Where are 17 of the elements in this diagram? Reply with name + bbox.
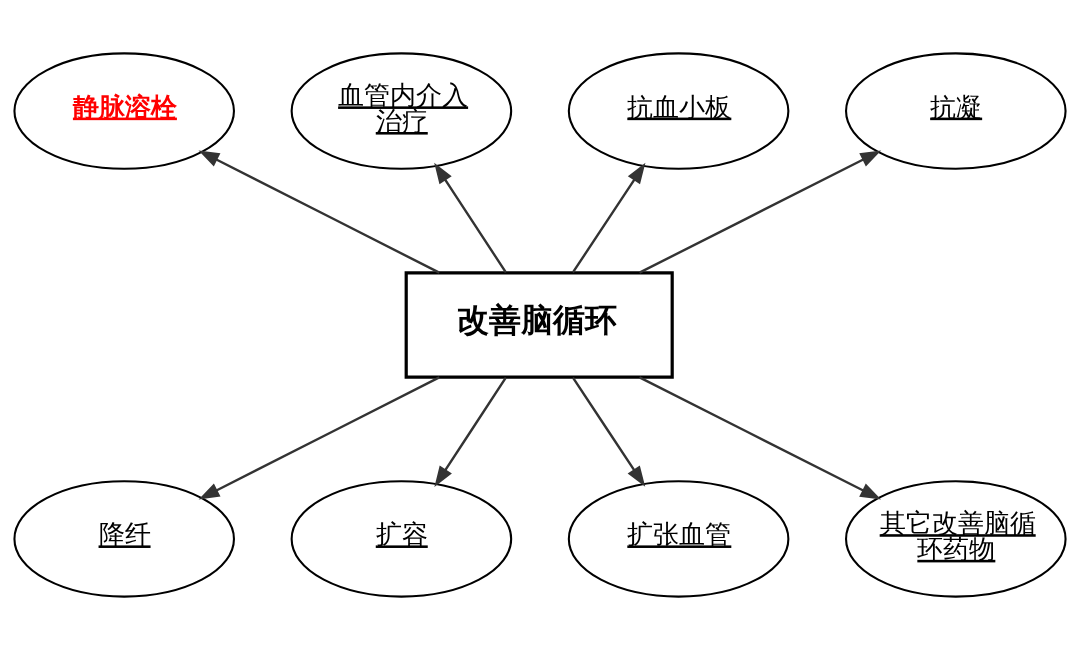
node-ellipse: 扩张血管 bbox=[567, 479, 790, 598]
arrow bbox=[434, 376, 507, 487]
arrow bbox=[434, 162, 507, 273]
arrow bbox=[638, 375, 882, 500]
arrow bbox=[639, 149, 882, 274]
node-ellipse: 抗血小板 bbox=[567, 51, 790, 170]
arrow bbox=[198, 149, 440, 274]
node-ellipse: 血管内介入治疗 bbox=[290, 51, 513, 170]
node-ellipse: 静脉溶栓 bbox=[13, 51, 235, 170]
node-ellipse: 其它改善脑循环药物 bbox=[845, 479, 1067, 598]
arrow bbox=[571, 162, 646, 273]
arrow bbox=[571, 376, 646, 487]
node-ellipse: 扩容 bbox=[290, 479, 513, 598]
node-ellipse: 降纤 bbox=[13, 479, 235, 598]
node-box: 改善脑循环 bbox=[404, 270, 674, 379]
node-ellipse: 抗凝 bbox=[845, 51, 1067, 170]
arrow bbox=[198, 375, 440, 500]
